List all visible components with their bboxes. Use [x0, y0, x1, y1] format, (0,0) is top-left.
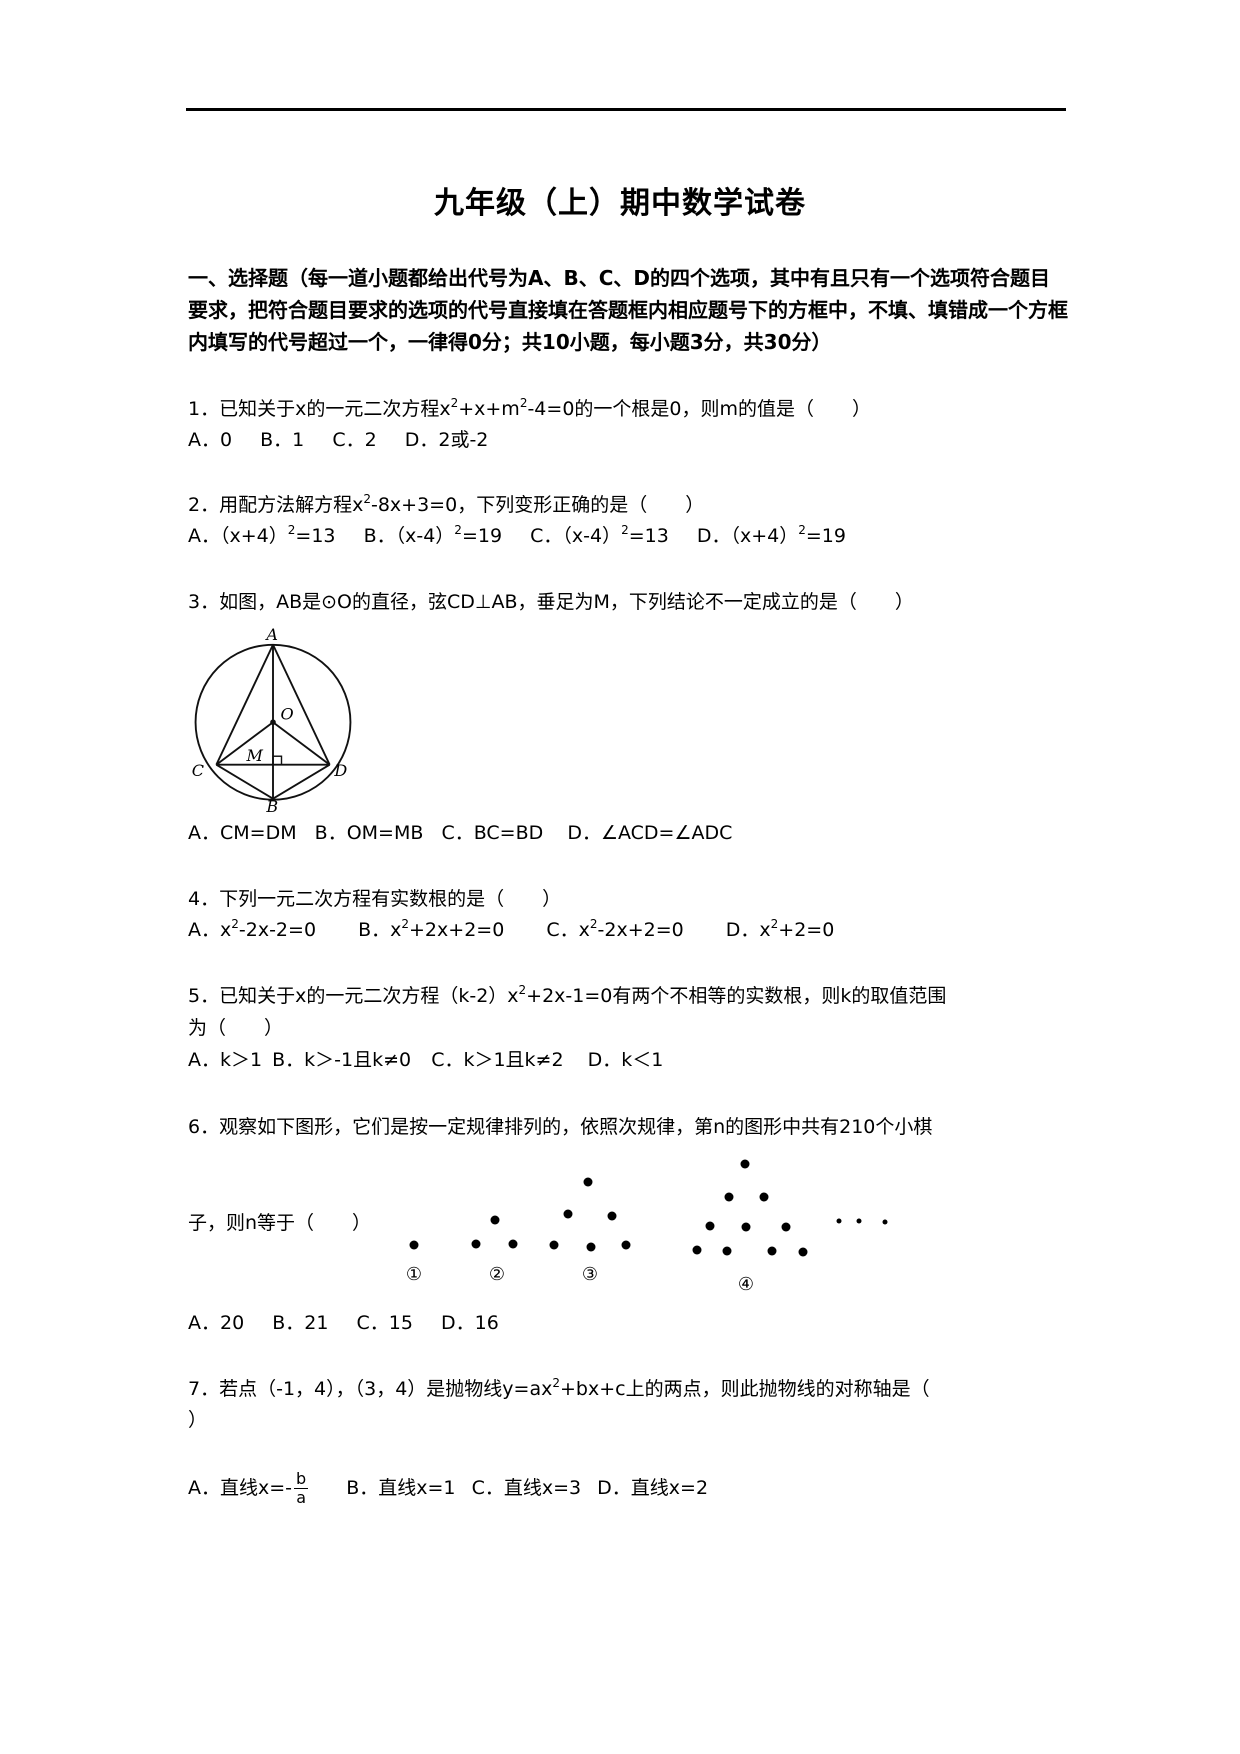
- question-4-stem: 4．下列一元二次方程有实数根的是（ ）: [188, 888, 562, 910]
- option-d: D．∠ACD=∠ADC: [567, 822, 733, 844]
- svg-text:A: A: [264, 625, 278, 644]
- option-d: D．直线x=2: [597, 1477, 709, 1499]
- question-4-options: A．x2-2x-2=0 B．x2+2x+2=0 C．x2-2x+2=0 D．x2…: [188, 917, 856, 943]
- question-2-stem: 2．用配方法解方程x2-8x+3=0，下列变形正确的是（ ）: [188, 492, 705, 516]
- question-5-options: A．k＞1 B．k＞-1且k≠0 C．k＞1且k≠2 D．k＜1: [188, 1047, 685, 1073]
- question-7-stem: 7．若点（-1，4），（3，4）是抛物线y=ax2+bx+c上的两点，则此抛物线…: [188, 1376, 930, 1400]
- option-d: D．k＜1: [587, 1049, 664, 1071]
- svg-text:③: ③: [582, 1264, 598, 1285]
- option-b: B．直线x=1: [346, 1477, 456, 1499]
- option-d: D．（x+4）2=19: [696, 523, 846, 547]
- question-5-stem-cont: 为（ ）: [188, 1017, 284, 1039]
- question-1-options: A．0 B．1 C．2 D．2或-2: [188, 427, 510, 453]
- option-b: B．x2+2x+2=0: [358, 917, 505, 941]
- svg-text:C: C: [192, 761, 204, 780]
- svg-text:④: ④: [738, 1274, 754, 1295]
- question-6-stem-cont: 子，则n等于（ ）: [188, 1212, 372, 1234]
- question-2-options: A．（x+4）2=13 B．（x-4）2=19 C．（x-4）2=13 D．（x…: [188, 523, 868, 549]
- option-b: B．k＞-1且k≠0: [272, 1049, 412, 1071]
- option-b: B．21: [272, 1312, 329, 1334]
- question-6-stem: 6．观察如下图形，它们是按一定规律排列的，依照次规律，第n的图形中共有210个小…: [188, 1116, 933, 1138]
- header-rule: [186, 108, 1066, 111]
- option-c: C．直线x=3: [471, 1477, 582, 1499]
- option-b: B．（x-4）2=19: [363, 523, 503, 547]
- option-c: C．x2-2x+2=0: [546, 917, 684, 941]
- svg-text:②: ②: [489, 1264, 505, 1285]
- svg-text:①: ①: [406, 1264, 422, 1285]
- option-a: A．0: [188, 429, 233, 451]
- question-1-stem: 1．已知关于x的一元二次方程x2+x+m2-4=0的一个根是0，则m的值是（ ）: [188, 396, 872, 420]
- option-a: A．CM=DM: [188, 822, 297, 844]
- svg-text:O: O: [281, 704, 294, 723]
- section-heading: 一、选择题（每一道小题都给出代号为A、B、C、D的四个选项，其中有且只有一个选项…: [188, 266, 1068, 354]
- svg-text:M: M: [246, 746, 264, 765]
- option-c: C．k＞1且k≠2: [431, 1049, 564, 1071]
- option-a: A．（x+4）2=13: [188, 523, 336, 547]
- option-d: D．2或-2: [404, 429, 489, 451]
- option-a: A．k＞1: [188, 1049, 263, 1071]
- page-title: 九年级（上）期中数学试卷: [434, 186, 806, 221]
- option-c: C．BC=BD: [441, 822, 544, 844]
- question-7-stem-cont: ）: [188, 1409, 208, 1431]
- svg-text:D: D: [333, 761, 347, 780]
- option-b: B．OM=MB: [314, 822, 424, 844]
- option-c: C．2: [332, 429, 377, 451]
- option-d: D．x2+2=0: [725, 917, 835, 941]
- circle-diagram: A O M C D B: [192, 625, 352, 815]
- option-a: A．x2-2x-2=0: [188, 917, 317, 941]
- question-3-stem: 3．如图，AB是⊙O的直径，弦CD⊥AB，垂足为M，下列结论不一定成立的是（ ）: [188, 591, 914, 613]
- option-c: C．（x-4）2=13: [530, 523, 669, 547]
- option-c: C．15: [356, 1312, 413, 1334]
- question-6-options: A．20 B．21 C．15 D．16: [188, 1310, 521, 1336]
- option-a: A．20: [188, 1312, 245, 1334]
- question-3-options: A．CM=DM B．OM=MB C．BC=BD D．∠ACD=∠ADC: [188, 820, 754, 846]
- option-d: D．16: [441, 1312, 499, 1334]
- option-b: B．1: [260, 429, 305, 451]
- svg-text:B: B: [265, 797, 278, 815]
- question-5-stem: 5．已知关于x的一元二次方程（k-2）x2+2x-1=0有两个不相等的实数根，则…: [188, 983, 947, 1007]
